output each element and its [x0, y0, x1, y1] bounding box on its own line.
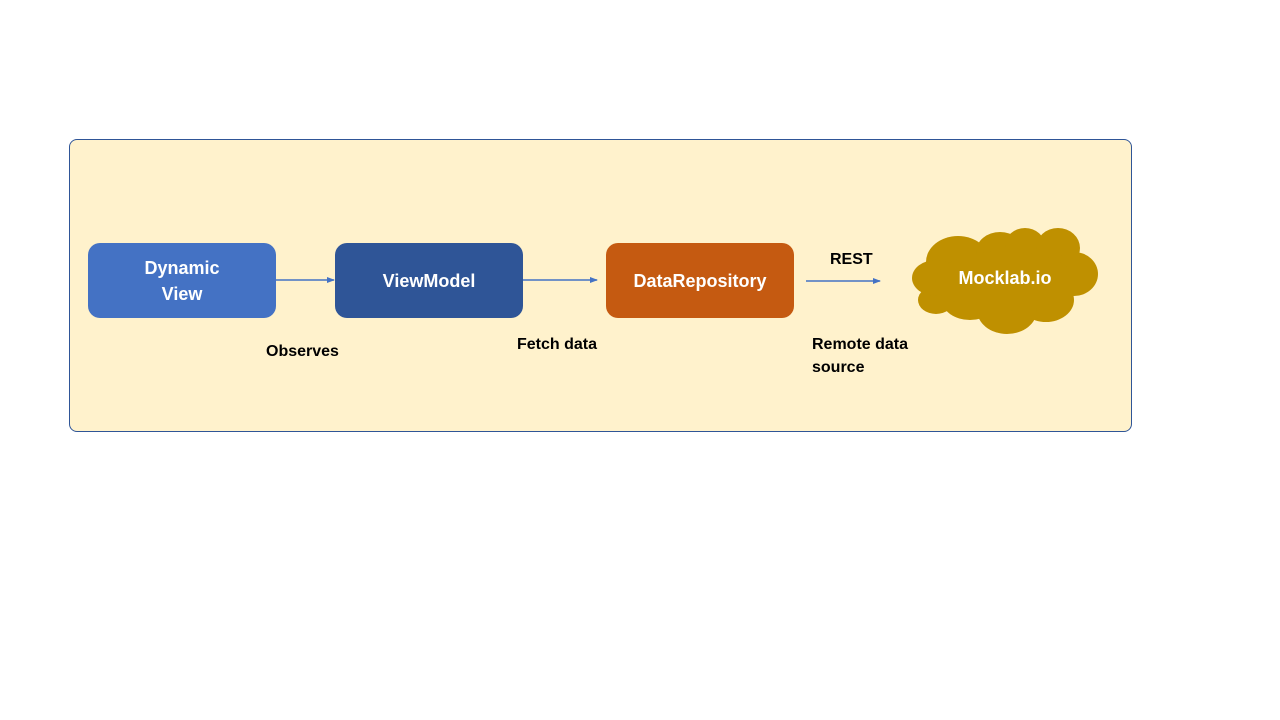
fetch-data-label: Fetch data — [517, 336, 598, 353]
mocklab-label: Mocklab.io — [958, 268, 1052, 288]
dynamic-view-label: Dynamic View — [144, 257, 220, 304]
dynamic-view-node: Dynamic View — [88, 243, 276, 318]
data-repository-label: DataRepository — [633, 270, 767, 291]
viewmodel-node: ViewModel — [335, 243, 523, 318]
data-repository-node: DataRepository — [606, 243, 794, 318]
viewmodel-label: ViewModel — [382, 270, 476, 291]
remote-data-source-label: Remote data source — [812, 336, 909, 376]
rest-label: REST — [830, 251, 873, 268]
observes-label: Observes — [266, 343, 339, 360]
